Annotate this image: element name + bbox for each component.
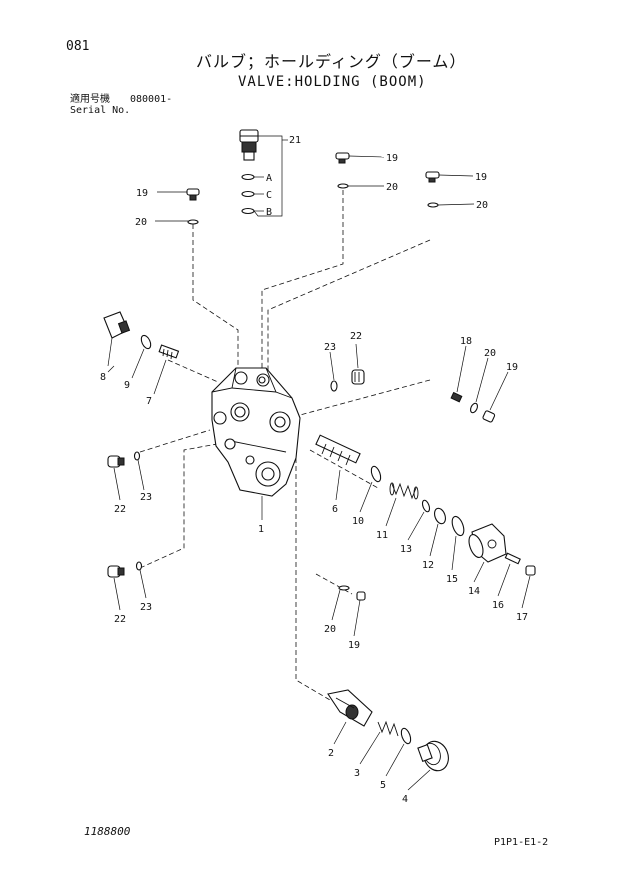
part-14-cover	[468, 523, 507, 563]
part-23-oring-left-mid	[133, 451, 141, 461]
part-20-seal-center-top	[337, 183, 349, 189]
callout-7: 7	[146, 396, 152, 407]
part-20-seal-right-top	[427, 202, 439, 208]
part-20-seal-left-top	[187, 219, 199, 225]
callout-22-left-mid: 22	[114, 504, 126, 515]
serial-label-english: Serial No.	[70, 105, 131, 116]
callout-20-left-top: 20	[135, 217, 147, 228]
part-3-spring	[377, 720, 399, 737]
callout-20-right-top: 20	[476, 200, 488, 211]
part-10-ring	[370, 465, 382, 483]
part-4-plug	[417, 740, 449, 772]
serial-number-value: 080001-	[130, 94, 173, 105]
valve-body-part-1	[211, 367, 301, 497]
part-19-plug-center-top	[335, 152, 350, 164]
part-5-oring	[400, 727, 412, 745]
callout-labels: 21 A C B 19 20 19 20 19 20 8 9 7 23 22 1…	[100, 135, 528, 805]
callout-18: 18	[460, 336, 472, 347]
part-17-nut	[525, 565, 536, 576]
callout-23-upper: 23	[324, 342, 336, 353]
part-21-cartridge	[239, 129, 259, 161]
callout-14: 14	[468, 586, 480, 597]
callout-19-lower: 19	[348, 640, 360, 651]
callout-23-left-mid: 23	[140, 492, 152, 503]
callout-23-left-low: 23	[140, 602, 152, 613]
part-19-plug-right	[482, 410, 496, 423]
title-japanese: バルブ；ホールディング（ブーム）	[196, 52, 467, 71]
callout-17: 17	[516, 612, 528, 623]
part-12-backup	[434, 507, 446, 525]
part-8-cap	[103, 311, 131, 339]
leader-lines	[107, 135, 531, 791]
part-18-orifice	[450, 391, 463, 403]
callout-1: 1	[258, 524, 264, 535]
callout-5: 5	[380, 780, 386, 791]
part-2-cartridge	[327, 689, 373, 727]
page-code: P1P1-E1-2	[494, 837, 549, 848]
callout-A: A	[266, 173, 272, 184]
part-22-plug-upper	[351, 369, 365, 385]
part-11-spring	[389, 482, 419, 500]
callout-19-right-top: 19	[475, 172, 487, 183]
part-A-oring	[241, 173, 255, 181]
part-19-plug-lower	[356, 591, 366, 601]
callout-10: 10	[352, 516, 364, 527]
part-19-plug-right-top	[425, 171, 440, 183]
callout-6: 6	[332, 504, 338, 515]
callout-2: 2	[328, 748, 334, 759]
part-23-oring-upper	[330, 380, 338, 392]
callout-21: 21	[289, 135, 301, 146]
callout-22-left-low: 22	[114, 614, 126, 625]
callout-3: 3	[354, 768, 360, 779]
assembly-guide-lines	[139, 190, 431, 701]
part-20-seal-right	[470, 402, 478, 414]
callout-9: 9	[124, 380, 130, 391]
callout-B: B	[266, 207, 272, 218]
callout-8: 8	[100, 372, 106, 383]
serial-label-japanese: 適用号機	[70, 94, 110, 105]
part-B-oring	[241, 207, 255, 215]
part-19-plug-left-top	[186, 188, 200, 201]
callout-13: 13	[400, 544, 412, 555]
callout-15: 15	[446, 574, 458, 585]
callout-20-center-top: 20	[386, 182, 398, 193]
callout-C: C	[266, 190, 272, 201]
callout-4: 4	[402, 794, 408, 805]
title-english: VALVE:HOLDING (BOOM)	[238, 74, 427, 90]
part-15-oring	[451, 515, 465, 537]
part-22-plug-left-mid	[107, 455, 125, 468]
callout-22-upper: 22	[350, 331, 362, 342]
part-20-seal-lower	[338, 585, 350, 591]
part-6-spool	[315, 434, 361, 466]
callout-16: 16	[492, 600, 504, 611]
callout-12: 12	[422, 560, 434, 571]
part-9-oring	[140, 334, 152, 350]
part-13-ring	[421, 499, 431, 513]
part-16-screw	[504, 552, 521, 565]
part-23-oring-left-low	[135, 561, 143, 571]
drawing-number: 1188800	[84, 825, 131, 838]
callout-19-center-top: 19	[386, 153, 398, 164]
page-number: 081	[66, 39, 90, 54]
callout-19-right: 19	[506, 362, 518, 373]
callout-20-lower: 20	[324, 624, 336, 635]
part-7-valve	[158, 344, 180, 360]
callout-11: 11	[376, 530, 388, 541]
part-22-plug-left-low	[107, 565, 125, 578]
part-C-oring	[241, 190, 255, 198]
callout-20-right: 20	[484, 348, 496, 359]
callout-19-left-top: 19	[136, 188, 148, 199]
